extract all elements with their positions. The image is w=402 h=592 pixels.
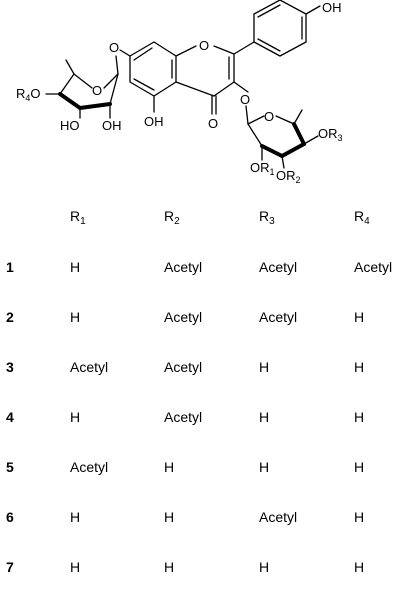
compound-number: 4 [6,409,14,425]
header-compound [0,192,70,242]
ring-oxygen-label: O [199,38,209,53]
oh-left-label: OH [102,118,122,133]
o7-label: O [109,40,119,55]
header-r3: R3 [259,207,275,227]
right-sugar-ring [247,109,319,169]
cell-r4: H [354,509,365,525]
cell-r4: H [354,459,365,475]
cell-r4: H [354,409,365,425]
compound-number: 3 [6,359,14,375]
compound-number: 5 [6,459,14,475]
left-sugar-ring [45,59,119,119]
table-header-row: R1 R2 R3 R4 [0,192,402,242]
cell-r2: Acetyl [164,359,203,375]
table-row: 6 H H Acetyl H [0,492,402,542]
compound-number: 2 [6,309,14,325]
cell-r4: H [354,309,365,325]
cell-r2: Acetyl [164,259,203,275]
oh5-label: OH [144,114,164,129]
o3-label: O [240,92,250,107]
table-row: 3 Acetyl Acetyl H H [0,342,402,392]
cell-r2: H [164,459,175,475]
cell-r2: Acetyl [164,409,203,425]
substituent-table: R1 R2 R3 R4 1 H Acetyl Acetyl Acetyl 2 H… [0,192,402,592]
cell-r3: H [259,459,270,475]
o7-bond [119,49,131,57]
left-sugar-oxygen-label: O [92,83,102,98]
pyranone-ring [175,45,235,97]
o3-bond [233,81,249,93]
table-row: 1 H Acetyl Acetyl Acetyl [0,242,402,292]
cell-r1: Acetyl [70,359,109,375]
cell-r1: Acetyl [70,459,109,475]
compound-number: 1 [6,259,14,275]
cell-r3: Acetyl [259,509,298,525]
compound-number: 6 [6,509,14,525]
right-sugar-oxygen-label: O [264,109,274,124]
table-row: 2 H Acetyl Acetyl H [0,292,402,342]
cell-r1: H [70,409,81,425]
table-row: 5 Acetyl H H H [0,442,402,492]
cell-r1: H [70,309,81,325]
oh-top-label: OH [322,0,342,15]
cell-r4: Acetyl [354,259,393,275]
cell-r3: H [259,409,270,425]
cell-r1: H [70,509,81,525]
cell-r2: H [164,509,175,525]
r4-group-label: R4O [16,86,41,103]
header-r2: R2 [164,207,180,227]
or2-label: OR2 [276,168,301,185]
a-ring [129,41,177,97]
header-r4: R4 [354,207,370,227]
keto-oxygen-label: O [208,116,218,131]
phenyl-bond [233,41,255,55]
header-r1: R1 [70,207,86,227]
cell-r3: Acetyl [259,259,298,275]
cell-r1: H [70,259,81,275]
chemical-structure: OH O O OH O O [16,0,343,185]
phenyl-ring [253,0,321,57]
or3-label: OR3 [318,126,343,143]
cell-r3: Acetyl [259,309,298,325]
cell-r3: H [259,359,270,375]
or1-label: OR1 [250,160,275,177]
cell-r2: Acetyl [164,309,203,325]
ho-left-label: HO [60,118,80,133]
cell-r4: H [354,359,365,375]
table-row: 4 H Acetyl H H [0,392,402,442]
